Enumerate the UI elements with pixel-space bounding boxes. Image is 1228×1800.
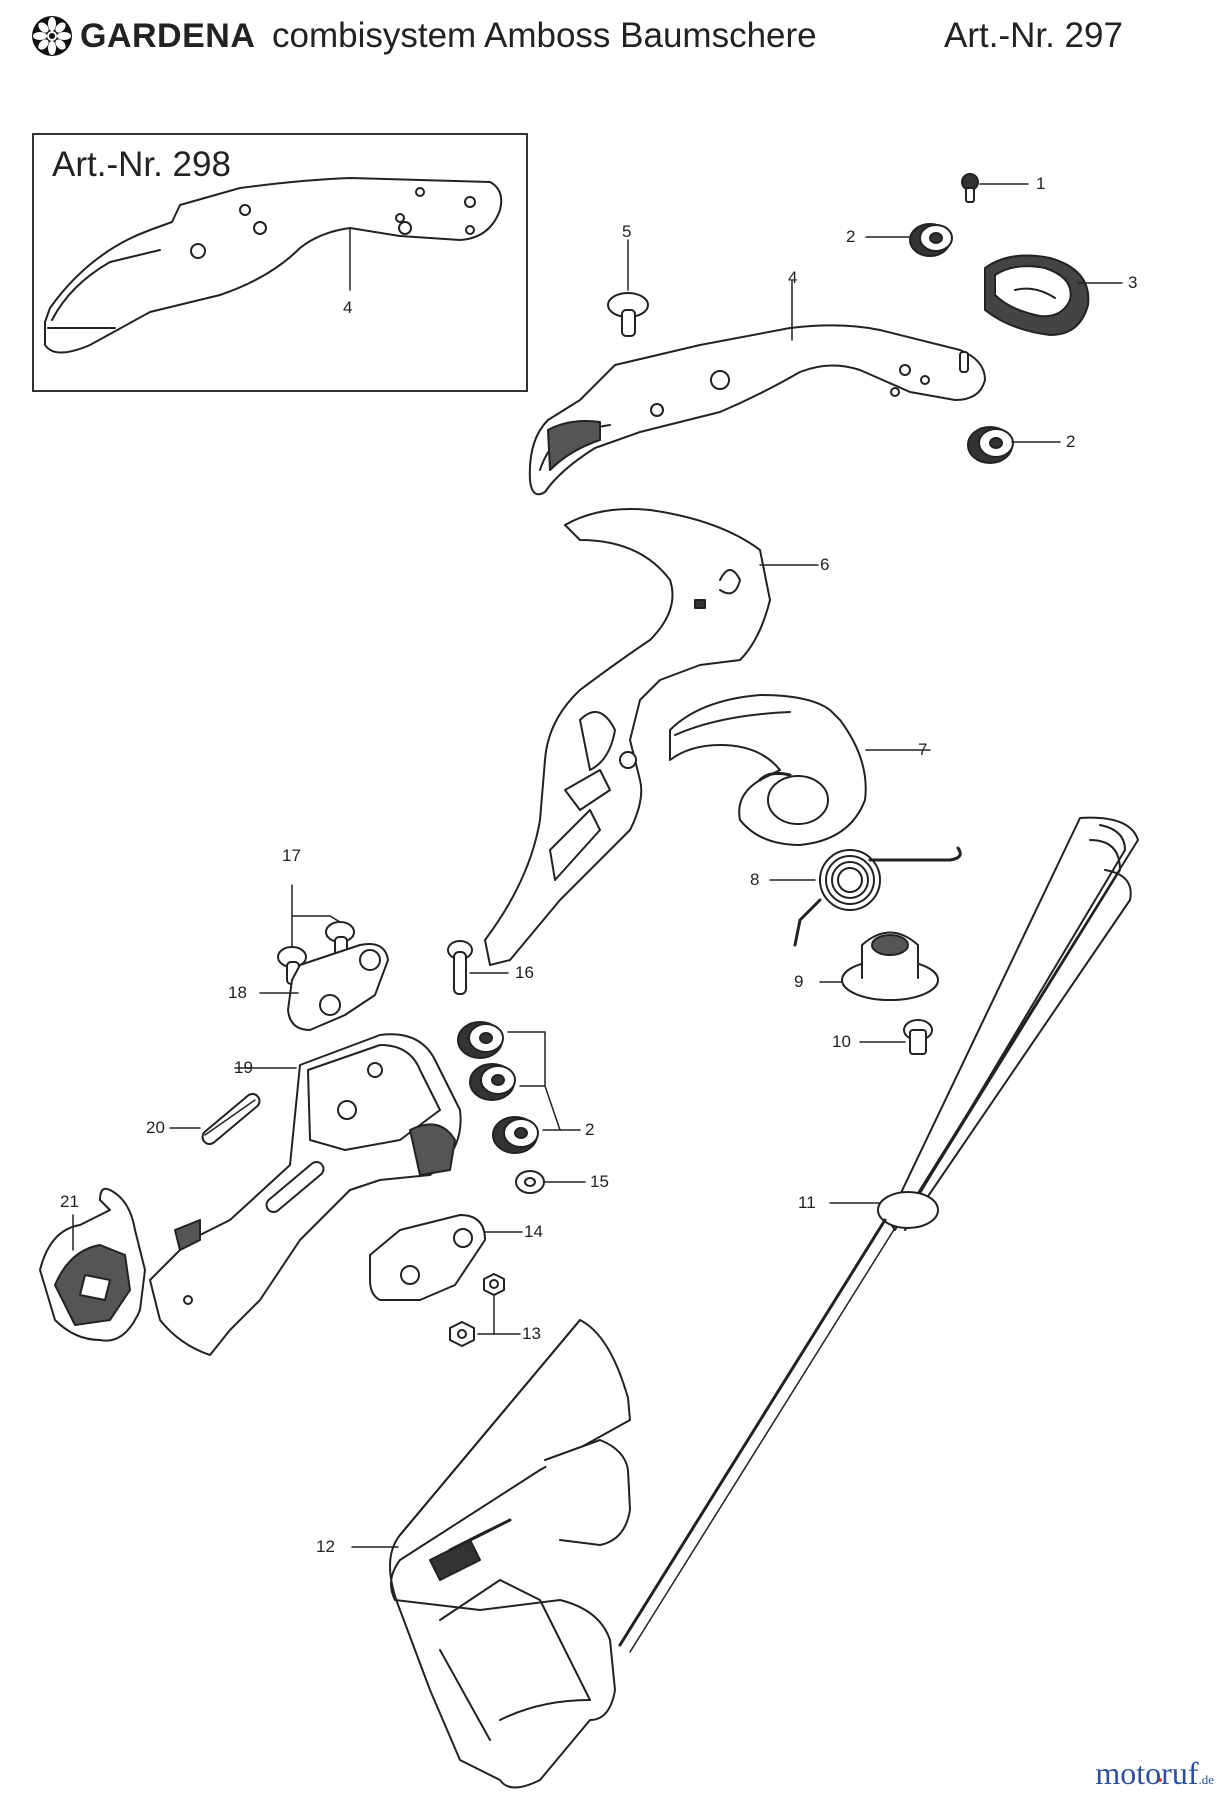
part-2-roller-top [865, 223, 953, 257]
callout-19: 19 [234, 1058, 253, 1077]
header: GARDENA combisystem Amboss Baumschere Ar… [0, 0, 1228, 80]
inset-title: Art.-Nr. 298 [52, 145, 231, 184]
callout-3: 3 [1128, 273, 1138, 292]
callout-20: 20 [146, 1118, 165, 1137]
gardena-logo: GARDENA [30, 14, 255, 58]
callout-12: 12 [316, 1537, 335, 1556]
watermark: motoruf.de [1095, 1755, 1214, 1792]
callout-21: 21 [60, 1192, 79, 1211]
page-title: combisystem Amboss Baumschere [272, 16, 817, 55]
inset-alternative-part: Art.-Nr. 298 [32, 133, 528, 392]
callout-1: 1 [1036, 174, 1046, 193]
part-5-pin [607, 239, 649, 337]
brand-name: GARDENA [80, 16, 256, 55]
part-15-washer [515, 1170, 586, 1194]
part-16-pin [447, 940, 509, 995]
callout-14: 14 [524, 1222, 543, 1241]
part-18-plate [259, 943, 389, 1031]
part-2-roller-stack [457, 1021, 581, 1154]
callout-8: 8 [750, 870, 760, 889]
part-7-anvil [669, 694, 931, 846]
callout-7: 7 [918, 740, 928, 759]
callout-6: 6 [820, 555, 830, 574]
callout-5: 5 [622, 222, 632, 241]
part-10-stud [859, 1019, 933, 1055]
part-13-nuts [449, 1273, 521, 1347]
part-1-screw [961, 173, 1029, 203]
part-3-cap [984, 254, 1123, 336]
callout-inset-4: 4 [343, 298, 353, 317]
callout-13: 13 [522, 1324, 541, 1343]
callout-17: 17 [282, 846, 301, 865]
gardena-flower-icon [32, 16, 72, 56]
part-9-bushing [819, 931, 939, 1001]
article-number: Art.-Nr. 297 [944, 16, 1123, 55]
inset-blade-part-4 [44, 177, 503, 354]
callout-10: 10 [832, 1032, 851, 1051]
part-2-roller-right [967, 426, 1061, 464]
part-4-blade [528, 279, 986, 496]
callout-9: 9 [794, 972, 804, 991]
part-20-slot-plate [169, 1093, 261, 1145]
callout-11: 11 [798, 1193, 816, 1212]
watermark-suffix: .de [1198, 1772, 1214, 1787]
callout-2-stack: 2 [585, 1120, 595, 1139]
callout-2-right: 2 [1066, 432, 1076, 451]
part-19-housing [149, 1033, 462, 1356]
callout-15: 15 [590, 1172, 609, 1191]
part-14-plate [369, 1214, 523, 1301]
watermark-text: motoruf [1095, 1755, 1199, 1791]
callout-16: 16 [515, 963, 534, 982]
callout-2-top: 2 [846, 227, 856, 246]
part-8-spring [769, 846, 962, 947]
callout-18: 18 [228, 983, 247, 1002]
part-21-clamp [39, 1187, 146, 1342]
part-6-anvil-plate [484, 508, 819, 966]
part-12-handle [351, 1319, 631, 1789]
callout-4: 4 [788, 268, 798, 287]
part-11-pull-rod [618, 816, 1139, 1653]
